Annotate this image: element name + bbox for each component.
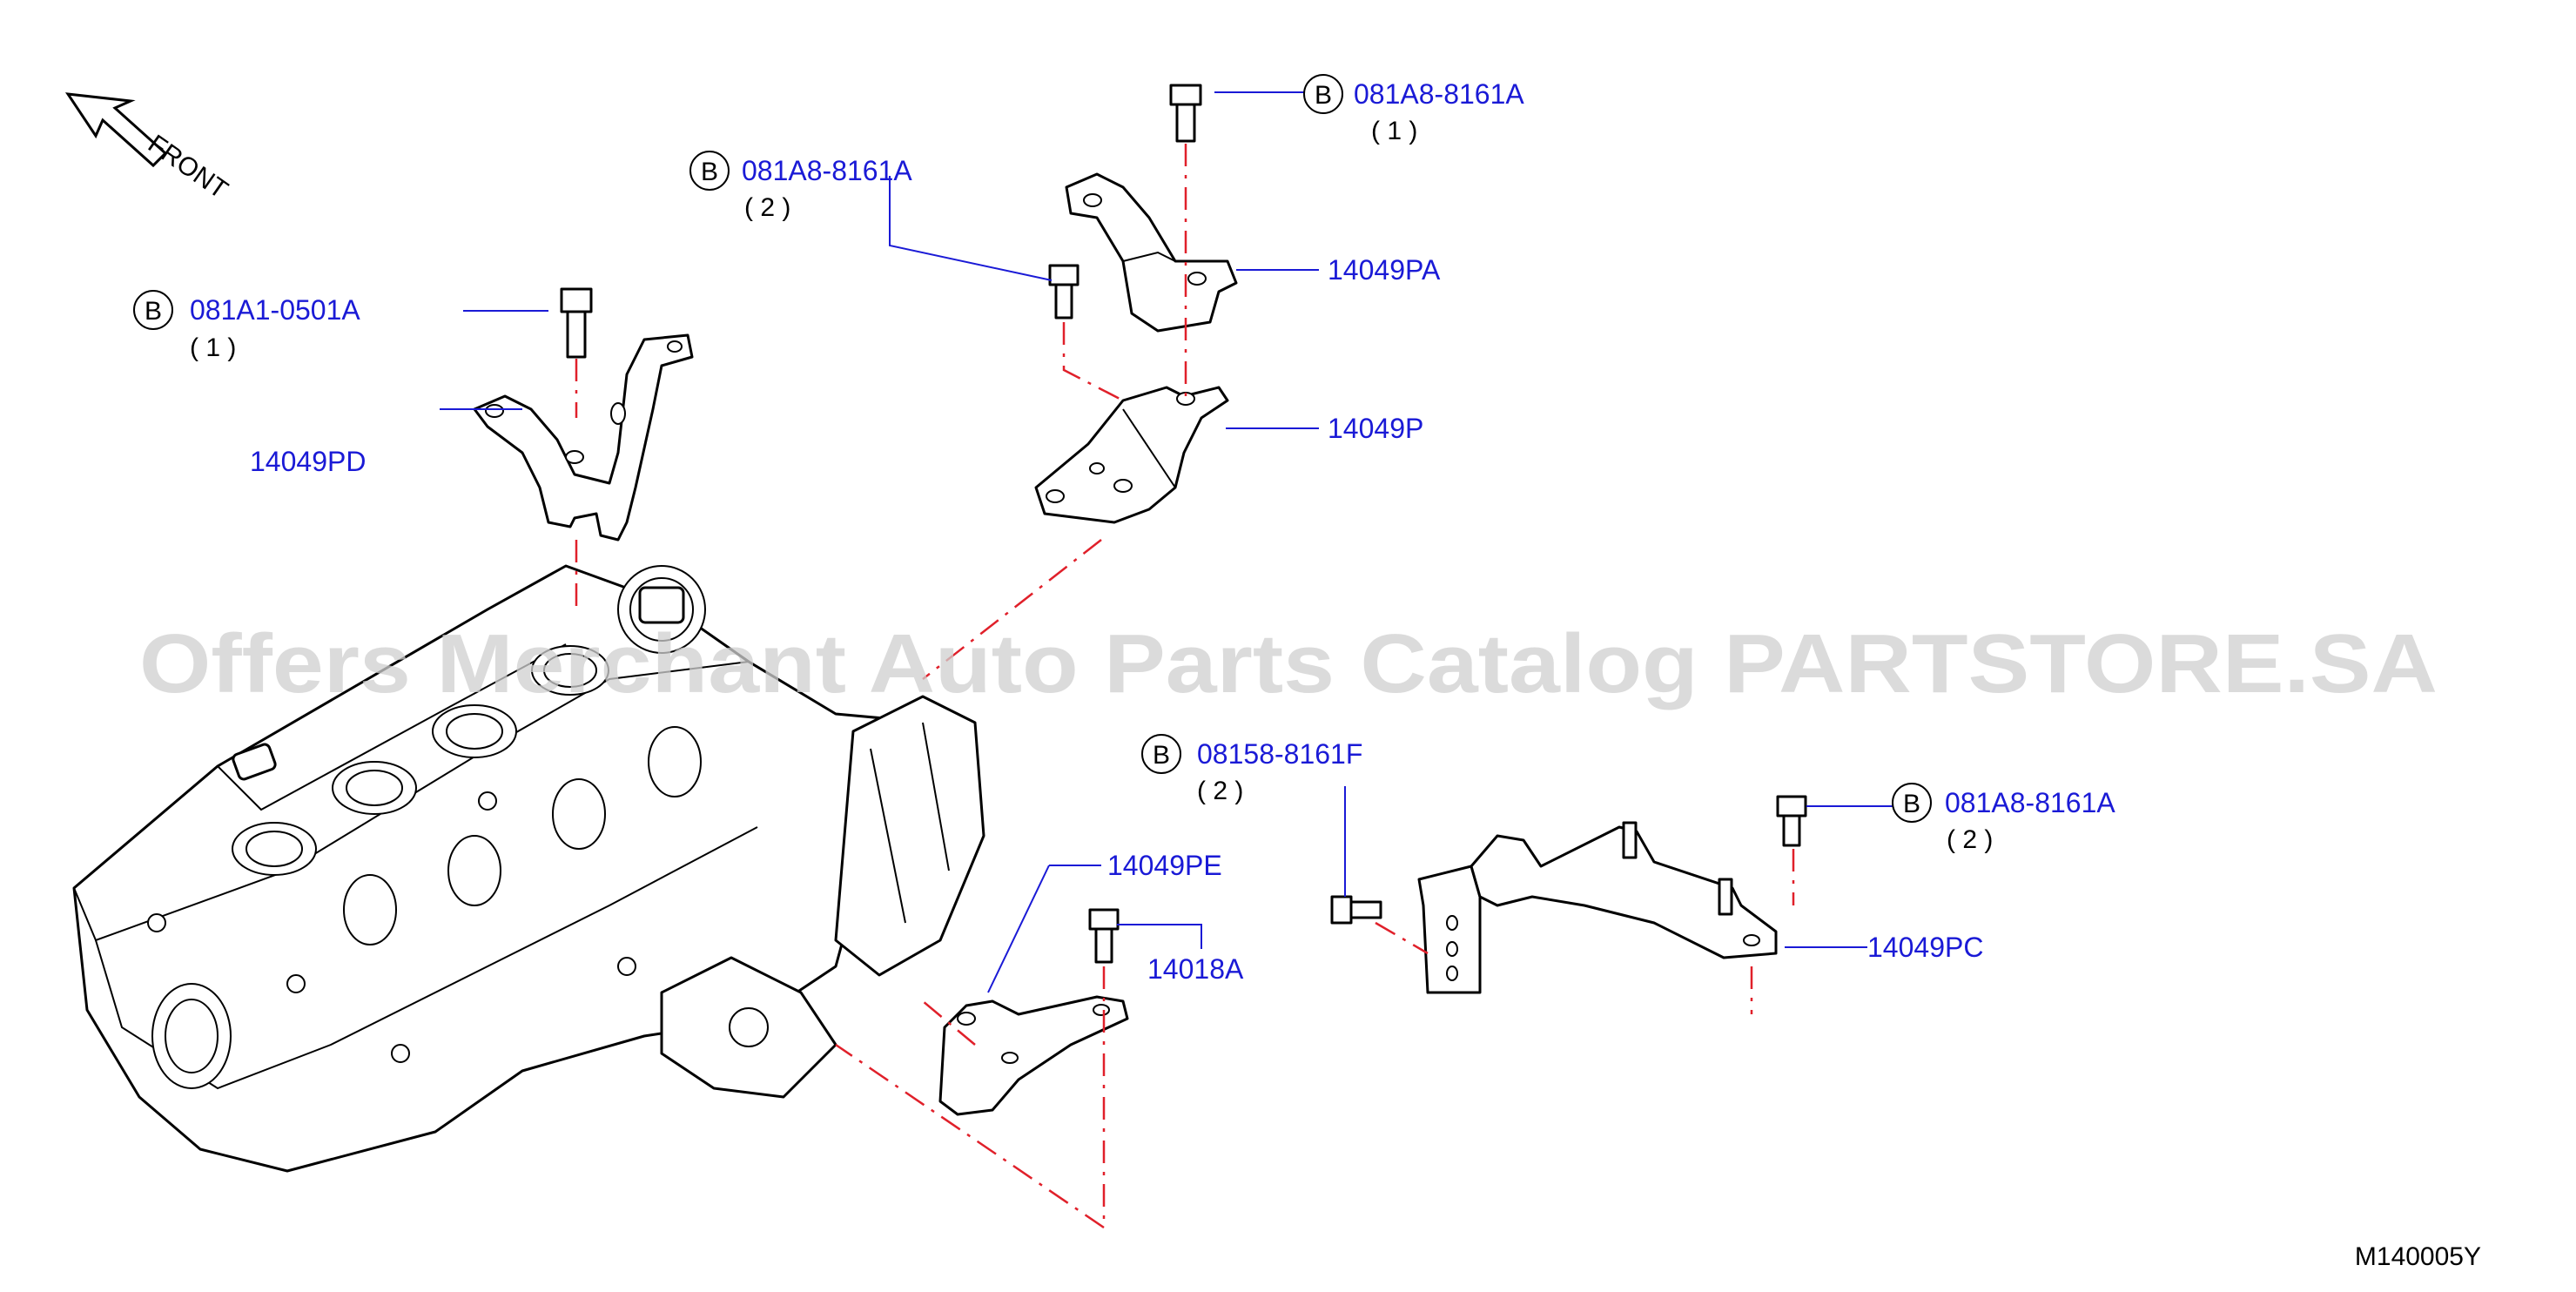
callout-081a1-0501a: B 081A1-0501A ( 1 ) <box>133 290 360 362</box>
badge-b-text: B <box>1153 741 1170 770</box>
leader-lines <box>440 91 1898 993</box>
badge-b-text: B <box>145 297 162 326</box>
diagram-code: M140005Y <box>2355 1242 2481 1271</box>
part-label-14049pa[interactable]: 14049PA <box>1328 254 1441 286</box>
badge-b-text: B <box>1315 81 1332 110</box>
part-number-label[interactable]: 081A8-8161A <box>742 155 912 186</box>
bracket-14049pd-illustration <box>473 333 694 542</box>
part-label-14049p[interactable]: 14049P <box>1328 413 1423 444</box>
part-number-label[interactable]: 081A8-8161A <box>1945 787 2115 818</box>
bolt-icon <box>1330 895 1382 925</box>
bracket-14049p-illustration <box>1034 386 1229 524</box>
part-label-14049pc[interactable]: 14049PC <box>1867 932 1983 963</box>
callout-081a8-8161a-right: B 081A8-8161A ( 2 ) <box>1892 783 2115 854</box>
part-label-14018a[interactable]: 14018A <box>1147 953 1244 985</box>
bolt-icon <box>1048 264 1079 320</box>
front-label: FRONT <box>143 130 233 205</box>
badge-b-text: B <box>701 158 718 186</box>
badge-b-text: B <box>1903 790 1920 818</box>
quantity-label: ( 2 ) <box>744 193 790 222</box>
part-number-label[interactable]: 08158-8161F <box>1197 738 1362 770</box>
bolt-icon <box>1169 84 1202 143</box>
bolt-icon <box>1776 795 1807 847</box>
bracket-14049pe-illustration <box>938 995 1129 1116</box>
bracket-14049pc-illustration <box>1417 821 1778 994</box>
quantity-label: ( 1 ) <box>1371 117 1417 145</box>
quantity-label: ( 2 ) <box>1197 777 1243 805</box>
centerlines <box>575 144 1795 1229</box>
quantity-label: ( 1 ) <box>190 333 236 362</box>
bracket-14049pa-illustration <box>1065 172 1238 333</box>
callout-08158-8161f: B 08158-8161F ( 2 ) <box>1141 734 1362 805</box>
part-number-label[interactable]: 081A8-8161A <box>1354 78 1524 110</box>
bolt-icon <box>560 287 593 359</box>
cylinder-head-illustration <box>72 564 985 1173</box>
quantity-label: ( 2 ) <box>1947 825 1993 854</box>
part-label-14049pe[interactable]: 14049PE <box>1107 850 1222 881</box>
bolt-icon <box>1088 908 1120 964</box>
watermark-text: Offers Merchant Auto Parts Catalog PARTS… <box>139 617 2438 710</box>
callout-081a8-8161a-top: B 081A8-8161A ( 1 ) <box>1303 74 1524 145</box>
front-arrow-icon <box>64 92 168 168</box>
part-number-label[interactable]: 081A1-0501A <box>190 294 360 326</box>
part-label-14049pd[interactable]: 14049PD <box>250 446 366 477</box>
callout-081a8-8161a-mid: B 081A8-8161A ( 2 ) <box>689 151 912 222</box>
